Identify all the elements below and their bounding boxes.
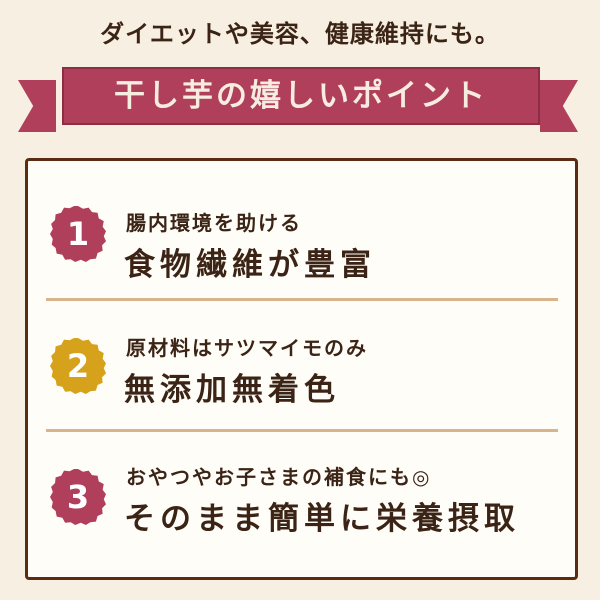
point-subtitle: 原材料はサツマイモのみ (126, 336, 368, 360)
point-item: 2 原材料はサツマイモのみ 無添加無着色 (28, 306, 575, 436)
point-title: そのまま簡単に栄養摂取 (124, 501, 520, 537)
point-item: 3 おやつやお子さまの補食にも◎ そのまま簡単に栄養摂取 (28, 437, 575, 567)
point-title: 食物繊維が豊富 (124, 247, 376, 283)
divider (46, 298, 558, 301)
points-box: 1 腸内環境を助ける 食物繊維が豊富 2 原材料はサツマイモのみ 無添加無着色 … (25, 158, 578, 580)
point-subtitle: 腸内環境を助ける (126, 211, 302, 235)
ribbon-tail-right (540, 80, 578, 132)
point-item: 1 腸内環境を助ける 食物繊維が豊富 (28, 173, 575, 303)
point-subtitle: おやつやお子さまの補食にも◎ (126, 465, 432, 489)
number-badge: 2 (50, 338, 106, 394)
point-title: 無添加無着色 (124, 372, 340, 408)
tagline: ダイエットや美容、健康維持にも。 (100, 20, 500, 48)
ribbon-tail-left (18, 80, 56, 132)
divider (46, 429, 558, 432)
number-badge: 3 (50, 469, 106, 525)
number-badge: 1 (50, 206, 106, 262)
ribbon-title: 干し芋の嬉しいポイント (62, 67, 540, 125)
